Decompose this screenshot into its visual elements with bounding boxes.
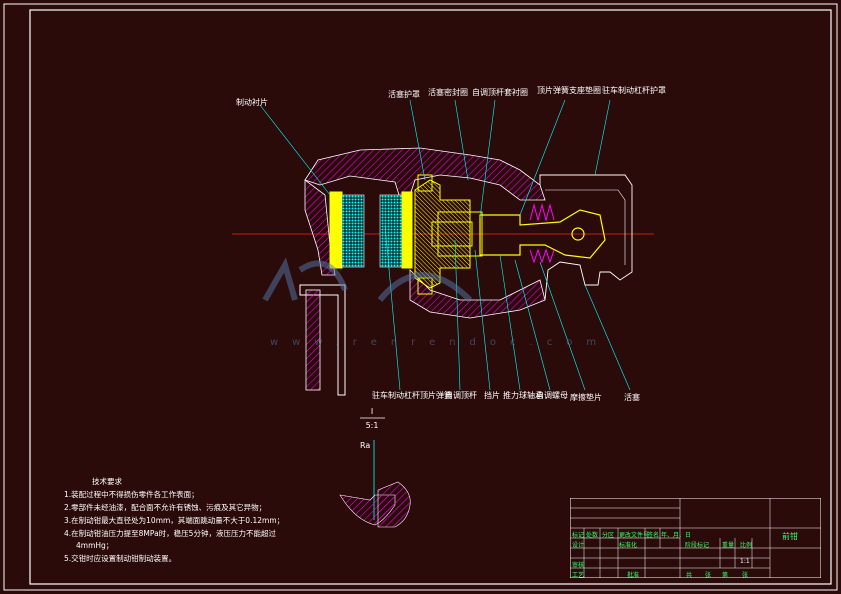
tb-count: 处数: [586, 532, 599, 539]
detail-label: Ra: [360, 441, 370, 450]
callout-piston-seal: 活塞密封圈: [428, 87, 468, 97]
tb-change-doc: 更改文件号: [619, 532, 650, 539]
tb-signature: 签名: [647, 532, 660, 539]
tb-approve: 批准: [627, 572, 640, 579]
note-item-2: 2.零部件未经油漆，配合面不允许有锈蚀、污痕及其它异物；: [64, 503, 267, 512]
callout-lever-spring: 驻车制动杠杆顶片弹簧: [372, 390, 452, 400]
leader-lines: [259, 99, 631, 391]
tb-standard: 标准化: [619, 542, 638, 549]
callout-spring-washer: 顶片弹簧支座垫圈: [537, 85, 601, 95]
tb-review: 审核: [572, 562, 585, 569]
tb-date: 年、月、日: [661, 532, 692, 539]
title-block: [570, 498, 821, 578]
tb-scale-value: 1:1: [740, 558, 750, 565]
callout-thrust-bearing: 推力球轴承: [503, 390, 543, 400]
tb-sheet-unit2: 张: [742, 572, 749, 579]
callout-piston-boot: 活塞护罩: [388, 89, 420, 99]
tb-drawing-name: 前钳: [782, 532, 798, 541]
callout-adjuster-seal: 自调顶杆套衬圈: [472, 87, 528, 97]
lever-cover-inner: [545, 189, 626, 265]
section-mark: I: [371, 407, 373, 416]
callout-adjuster-nut: 自调螺母: [536, 390, 568, 400]
note-item-4-cont: 4mmHg；: [76, 541, 114, 550]
parking-lever: [479, 209, 606, 259]
tb-scale: 比例: [740, 542, 753, 549]
spring-bottom: [529, 248, 555, 264]
tb-stage-mark: 阶段标记: [685, 542, 710, 549]
self-adjust-rod: [431, 221, 473, 247]
tb-mark: 标记: [572, 532, 585, 539]
return-spring: [529, 203, 555, 222]
tb-design: 设计: [572, 542, 585, 549]
watermark: www.renrendoc.com: [270, 337, 610, 348]
note-item-4: 4.在制动钳油压力提至8MPa时，稳压5分钟，液压压力不能超过: [64, 529, 276, 538]
tb-sheet-no: 第: [722, 572, 729, 579]
inner-frame: [29, 9, 832, 585]
callout-stop-plate: 挡片: [484, 390, 500, 400]
lever-pin: [571, 227, 585, 241]
tb-weight: 重量: [722, 542, 735, 549]
brake-lining-left: [341, 194, 365, 268]
detail-section: [377, 481, 411, 528]
note-item-3: 3.在制动钳最大直径处为10mm，其端面跳动量不大于0.12mm；: [64, 516, 285, 525]
caliper-outer-left: [304, 179, 336, 276]
tb-zone: 分区: [602, 532, 615, 539]
brake-pad-left: [329, 191, 343, 269]
callout-lever-cover: 驻车制动杠杆护罩: [602, 85, 666, 95]
dust-boot-left: [417, 174, 433, 192]
brake-pad-right: [401, 191, 413, 269]
section-scale: 5:1: [366, 421, 379, 430]
callout-piston: 活塞: [624, 392, 640, 402]
tb-process: 工艺: [572, 572, 585, 579]
caliper-body: [304, 147, 546, 201]
adjuster-nut: [437, 211, 483, 257]
caliper-lower: [409, 269, 546, 319]
callout-friction-pad: 摩擦垫片: [570, 392, 602, 402]
lever-cover: [539, 174, 633, 301]
notes-title: 技术要求: [92, 477, 122, 486]
piston: [414, 179, 471, 289]
callout-brake-lining: 制动衬片: [236, 97, 268, 107]
note-item-1: 1.装配过程中不得损伤零件各工作表面；: [64, 490, 199, 499]
outer-frame: [3, 3, 838, 591]
note-item-5: 5.交钳时应设置制动钳制动装置。: [64, 554, 177, 563]
callout-adjuster-rod: 自调顶杆: [445, 390, 477, 400]
tb-sheet-unit1: 张: [705, 572, 712, 579]
tb-sheet-total: 共: [686, 572, 693, 579]
brake-lining-right: [379, 194, 403, 268]
hub-section: [305, 289, 321, 391]
watermark-logo: [262, 257, 473, 303]
